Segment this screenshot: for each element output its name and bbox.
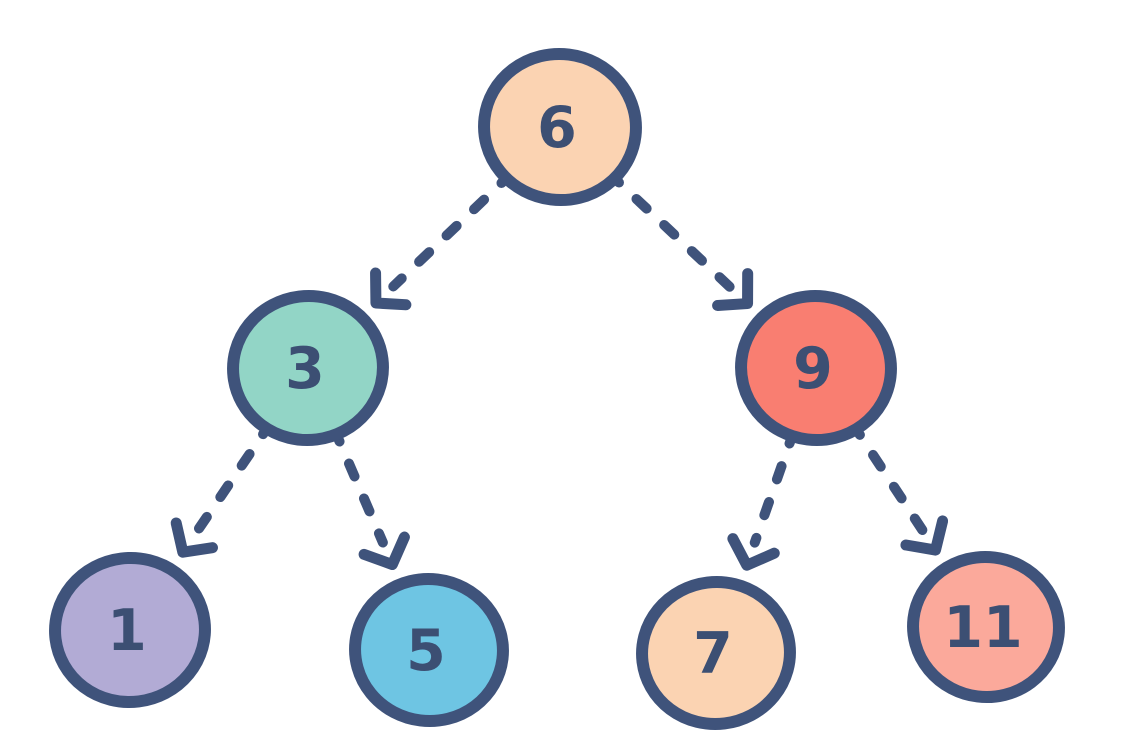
tree-node-1: 1 xyxy=(49,551,211,709)
node-value: 11 xyxy=(943,595,1022,661)
node-value: 9 xyxy=(793,336,833,402)
tree-node-5: 5 xyxy=(349,572,509,728)
tree-node-9: 9 xyxy=(735,289,897,447)
arrowhead-icon xyxy=(370,267,412,311)
edge-n6-n3 xyxy=(388,168,517,292)
edge-n3-n1 xyxy=(191,417,276,538)
edge-n9-n7 xyxy=(749,425,800,548)
arrowhead-icon xyxy=(358,531,410,571)
node-circle xyxy=(227,289,389,447)
edges-layer xyxy=(191,167,928,548)
node-value: 3 xyxy=(285,336,325,402)
node-circle xyxy=(907,550,1065,704)
edge-n3-n5 xyxy=(329,423,388,548)
node-value: 1 xyxy=(107,598,147,664)
arrowhead-icon xyxy=(170,517,218,558)
node-circle xyxy=(49,551,211,709)
edge-n6-n9 xyxy=(603,167,736,293)
arrowhead-icon xyxy=(900,515,949,556)
arrowheads-layer xyxy=(170,267,949,571)
node-value: 7 xyxy=(693,621,733,687)
node-circle xyxy=(735,289,897,447)
arrowhead-icon xyxy=(727,533,780,571)
node-circle xyxy=(636,575,796,731)
tree-node-6: 6 xyxy=(478,47,642,207)
node-value: 5 xyxy=(406,618,446,684)
node-circle xyxy=(478,47,642,207)
tree-node-7: 7 xyxy=(636,575,796,731)
tree-node-3: 3 xyxy=(227,289,389,447)
arrowhead-icon xyxy=(712,268,754,312)
node-circle xyxy=(349,572,509,728)
edge-n9-n11 xyxy=(847,418,928,536)
node-value: 6 xyxy=(537,95,577,161)
tree-node-11: 11 xyxy=(907,550,1065,704)
